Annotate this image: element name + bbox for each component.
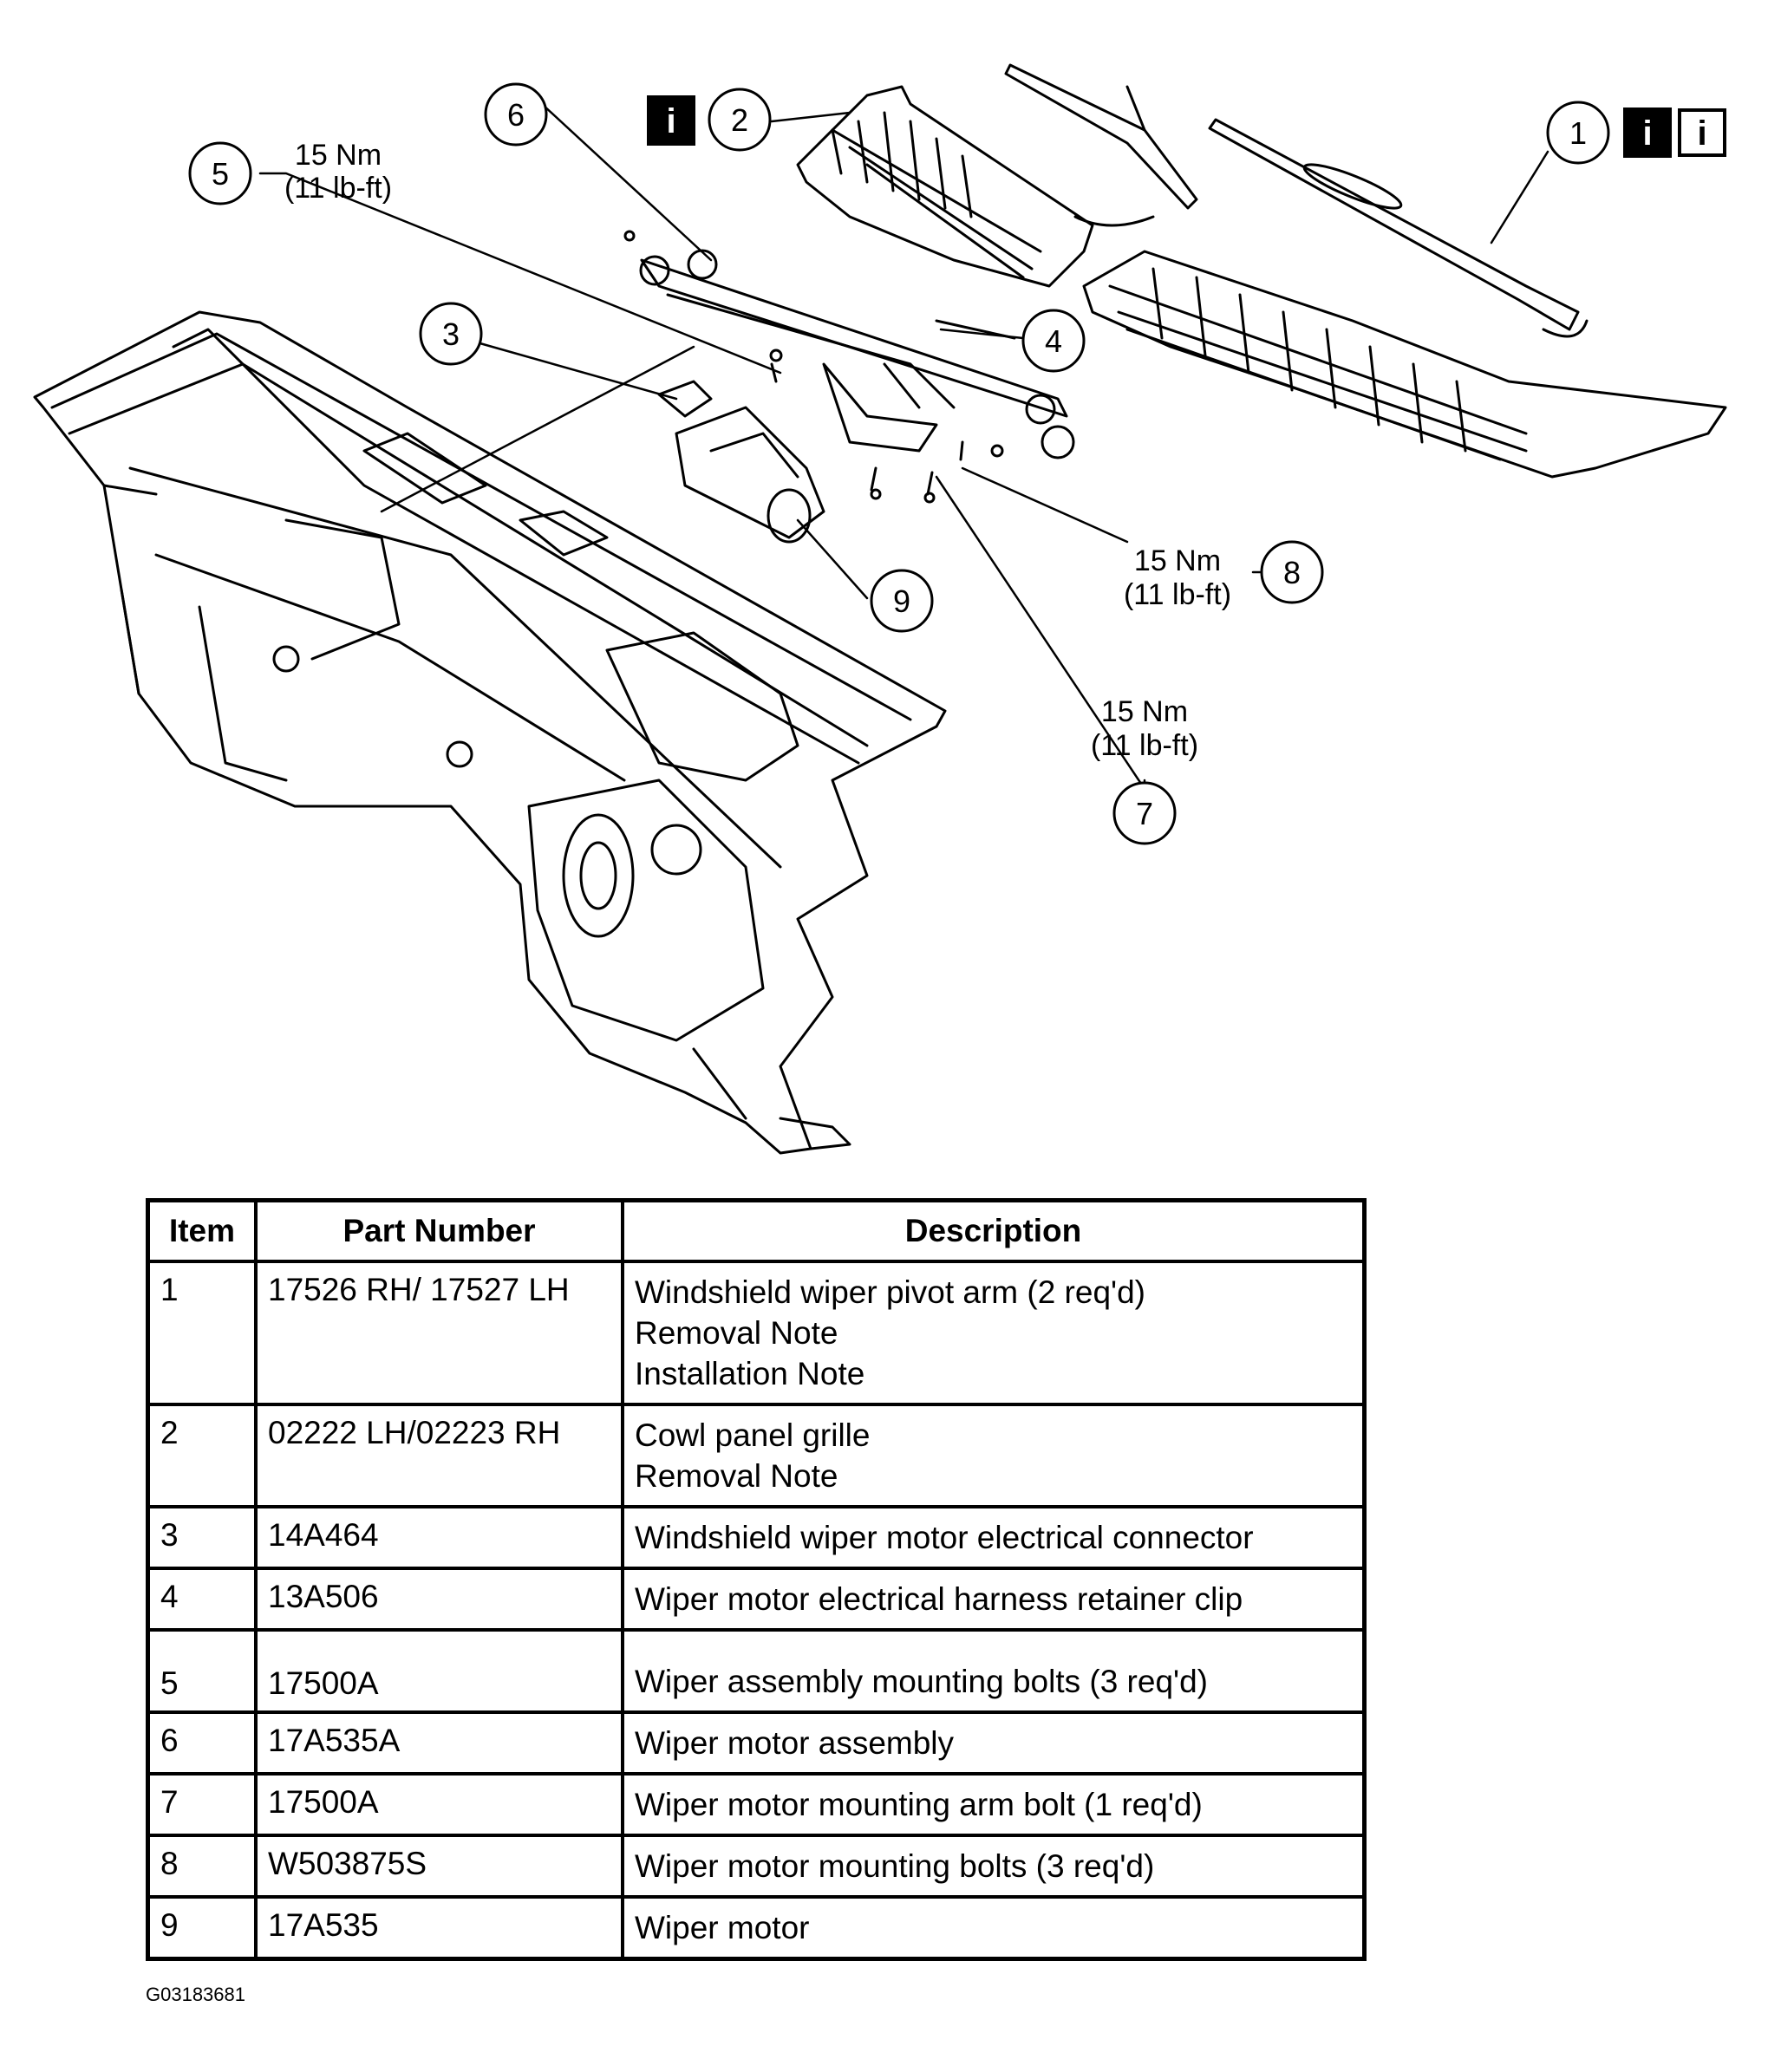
part-number-cell: 17A535A xyxy=(254,1710,624,1776)
item-cell: 4 xyxy=(146,1567,258,1632)
removal-note-link: Removal Note xyxy=(635,1315,838,1351)
svg-text:4: 4 xyxy=(1045,323,1062,359)
description-line: Windshield wiper motor electrical connec… xyxy=(635,1520,1254,1555)
svg-text:7: 7 xyxy=(1136,796,1153,831)
table-row: 2 02222 LH/02223 RH Cowl panel grille Re… xyxy=(146,1403,1367,1508)
svg-text:6: 6 xyxy=(507,97,525,133)
description-cell: Cowl panel grille Removal Note xyxy=(621,1403,1367,1508)
removal-note-link: Removal Note xyxy=(635,1458,838,1494)
item-cell: 7 xyxy=(146,1772,258,1837)
part-number-cell: W503875S xyxy=(254,1834,624,1899)
callout-1: 1 i i xyxy=(1546,101,1726,165)
table-row: 8 W503875S Wiper motor mounting bolts (3… xyxy=(146,1834,1367,1899)
torque-5-metric: 15 Nm xyxy=(295,139,382,172)
callout-7: 15 Nm (11 lb-ft) 7 xyxy=(1091,695,1198,845)
header-description: Description xyxy=(621,1198,1367,1263)
part-number-cell: 14A464 xyxy=(254,1505,624,1570)
part-number-cell: 17500A xyxy=(254,1628,624,1714)
svg-text:5: 5 xyxy=(212,156,229,192)
table-row: 6 17A535A Wiper motor assembly xyxy=(146,1710,1367,1776)
svg-text:2: 2 xyxy=(731,102,748,138)
svg-text:1: 1 xyxy=(1569,115,1587,151)
item-cell: 6 xyxy=(146,1710,258,1776)
part-number-cell: 17526 RH/ 17527 LH xyxy=(254,1260,624,1406)
description-cell: Wiper motor xyxy=(621,1895,1367,1961)
cowl-grille-lh xyxy=(796,85,1094,288)
description-line: Cowl panel grille xyxy=(635,1417,871,1453)
part-number-cell: 17A535 xyxy=(254,1895,624,1961)
table-row: 7 17500A Wiper motor mounting arm bolt (… xyxy=(146,1772,1367,1837)
figure-id: G03183681 xyxy=(146,1984,245,2005)
torque-7-metric: 15 Nm xyxy=(1101,695,1188,728)
description-cell: Wiper motor mounting bolts (3 req'd) xyxy=(621,1834,1367,1899)
description-cell: Wiper motor electrical harness retainer … xyxy=(621,1567,1367,1632)
table-row: 3 14A464 Windshield wiper motor electric… xyxy=(146,1505,1367,1570)
cowl-grille-rh xyxy=(1082,250,1727,479)
description-cell: Windshield wiper pivot arm (2 req'd) Rem… xyxy=(621,1260,1367,1406)
parts-table: Item Part Number Description 1 17526 RH/… xyxy=(146,1198,1367,1961)
description-line: Wiper motor xyxy=(635,1910,810,1945)
part-number-cell: 02222 LH/02223 RH xyxy=(254,1403,624,1508)
cowl-dash-panel xyxy=(33,310,947,1155)
wiper-motor xyxy=(657,380,825,544)
item-cell: 9 xyxy=(146,1895,258,1961)
callout-6: 6 xyxy=(484,82,548,147)
description-line: Wiper motor mounting arm bolt (1 req'd) xyxy=(635,1787,1203,1822)
item-cell: 5 xyxy=(146,1628,258,1714)
installation-note-link: Installation Note xyxy=(635,1356,865,1391)
torque-8-metric: 15 Nm xyxy=(1134,544,1221,577)
svg-text:8: 8 xyxy=(1283,555,1301,590)
item-cell: 1 xyxy=(146,1260,258,1406)
description-line: Wiper motor assembly xyxy=(635,1725,955,1761)
callout-4: 4 xyxy=(1021,309,1086,373)
callout-8: 15 Nm (11 lb-ft) 8 xyxy=(1124,540,1324,611)
torque-8-imperial: (11 lb-ft) xyxy=(1124,578,1231,611)
svg-text:3: 3 xyxy=(442,316,460,352)
info-icon-outline: i xyxy=(1697,114,1706,153)
description-cell: Windshield wiper motor electrical connec… xyxy=(621,1505,1367,1570)
wiper-linkage-assembly xyxy=(623,230,1075,459)
description-cell: Wiper motor assembly xyxy=(621,1710,1367,1776)
svg-text:9: 9 xyxy=(893,583,910,619)
description-line: Wiper motor mounting bolts (3 req'd) xyxy=(635,1848,1155,1884)
item-cell: 8 xyxy=(146,1834,258,1899)
callout-5: 5 15 Nm (11 lb-ft) xyxy=(188,139,392,205)
description-line: Windshield wiper pivot arm (2 req'd) xyxy=(635,1274,1146,1310)
fasteners xyxy=(769,319,1016,504)
wiper-system-exploded-diagram: 6 5 15 Nm (11 lb-ft) i 2 1 i i 3 4 9 15 … xyxy=(33,63,1727,1155)
header-part-number: Part Number xyxy=(254,1198,624,1263)
table-row: 1 17526 RH/ 17527 LH Windshield wiper pi… xyxy=(146,1260,1367,1406)
callout-3: 3 xyxy=(419,302,483,366)
table-row: 4 13A506 Wiper motor electrical harness … xyxy=(146,1567,1367,1632)
info-icon-filled: i xyxy=(666,102,675,140)
torque-5-imperial: (11 lb-ft) xyxy=(284,172,392,205)
description-line: Wiper motor electrical harness retainer … xyxy=(635,1581,1243,1617)
description-cell: Wiper assembly mounting bolts (3 req'd) xyxy=(621,1628,1367,1714)
table-row: 9 17A535 Wiper motor xyxy=(146,1895,1367,1961)
header-item: Item xyxy=(146,1198,258,1263)
callout-2: i 2 xyxy=(647,88,772,152)
callout-9: 9 xyxy=(870,569,934,633)
item-cell: 3 xyxy=(146,1505,258,1570)
part-number-cell: 13A506 xyxy=(254,1567,624,1632)
table-row: 5 17500A Wiper assembly mounting bolts (… xyxy=(146,1628,1367,1714)
description-line: Wiper assembly mounting bolts (3 req'd) xyxy=(635,1664,1208,1699)
description-cell: Wiper motor mounting arm bolt (1 req'd) xyxy=(621,1772,1367,1837)
item-cell: 2 xyxy=(146,1403,258,1508)
info-icon-filled: i xyxy=(1642,114,1652,153)
parts-table-header: Item Part Number Description xyxy=(146,1198,1367,1263)
torque-7-imperial: (11 lb-ft) xyxy=(1091,729,1198,762)
part-number-cell: 17500A xyxy=(254,1772,624,1837)
wiper-pivot-arms xyxy=(1004,63,1589,338)
